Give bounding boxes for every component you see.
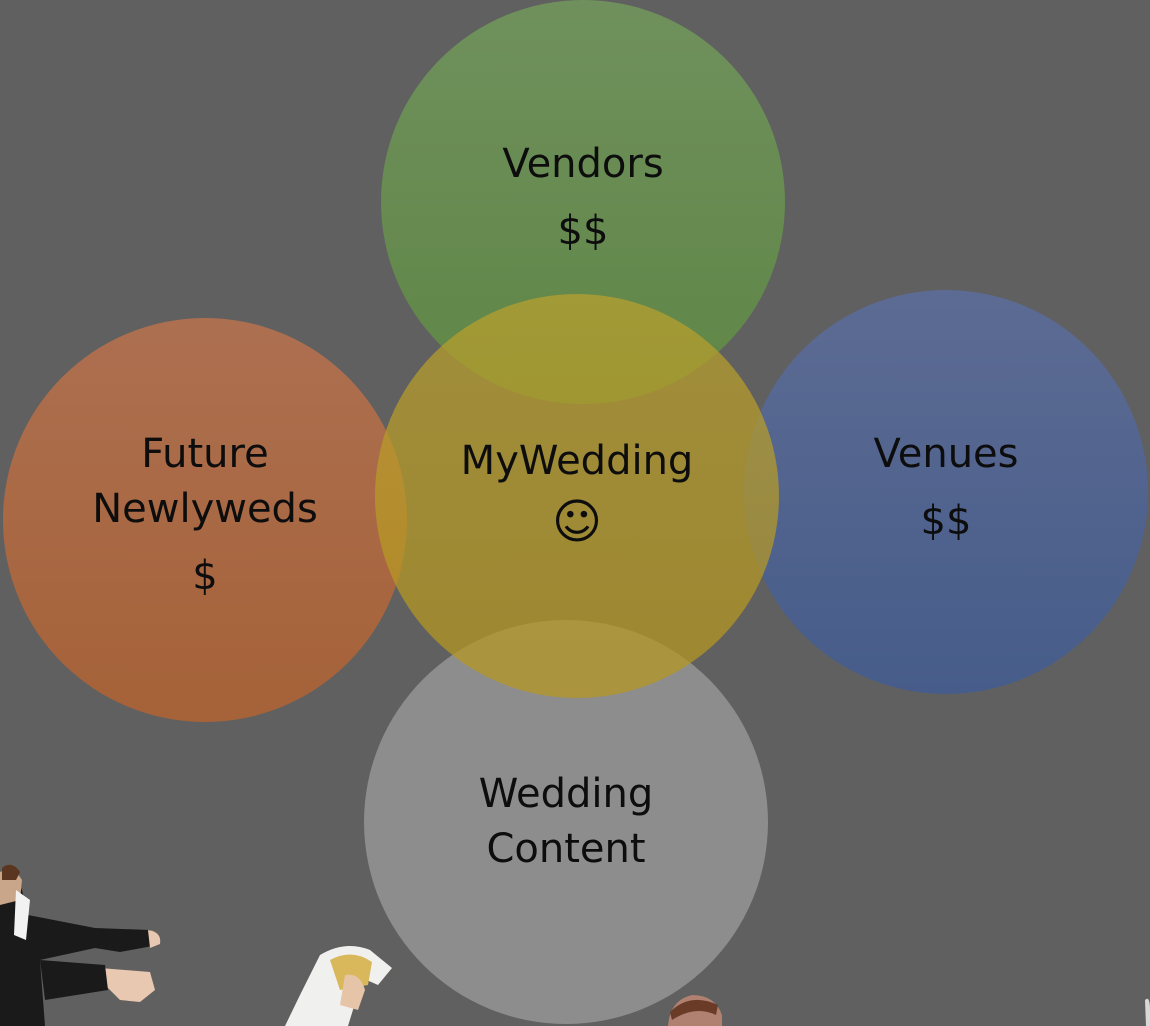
mywedding-title: MyWedding [460, 438, 694, 484]
wedding-content-title-line1: Wedding [478, 771, 654, 817]
venues-value: $$ [920, 498, 972, 544]
venues-label: Venues $$ [873, 427, 1018, 549]
vendors-value: $$ [557, 208, 609, 254]
mywedding-circle [375, 294, 779, 698]
future-newlyweds-title-line1: Future [141, 431, 269, 477]
mywedding-label: MyWedding ☺ [461, 434, 694, 550]
vendors-title: Vendors [502, 141, 664, 187]
future-newlyweds-value: $ [192, 553, 218, 599]
future-newlyweds-title-line2: Newlyweds [92, 486, 318, 532]
future-newlyweds-circle [3, 318, 407, 722]
bride-figure [285, 946, 392, 1026]
future-newlyweds-label: Future Newlyweds $ [92, 427, 318, 604]
vendors-label: Vendors $$ [502, 137, 663, 259]
edge-figure [1145, 998, 1150, 1026]
wedding-content-title-line2: Content [486, 826, 646, 872]
groom-figure [0, 864, 161, 1026]
venues-circle [744, 290, 1148, 694]
smiley-icon: ☺ [551, 494, 603, 550]
venues-title: Venues [873, 431, 1019, 477]
wedding-content-label: Wedding Content [479, 767, 653, 877]
guest-figure [668, 995, 722, 1026]
